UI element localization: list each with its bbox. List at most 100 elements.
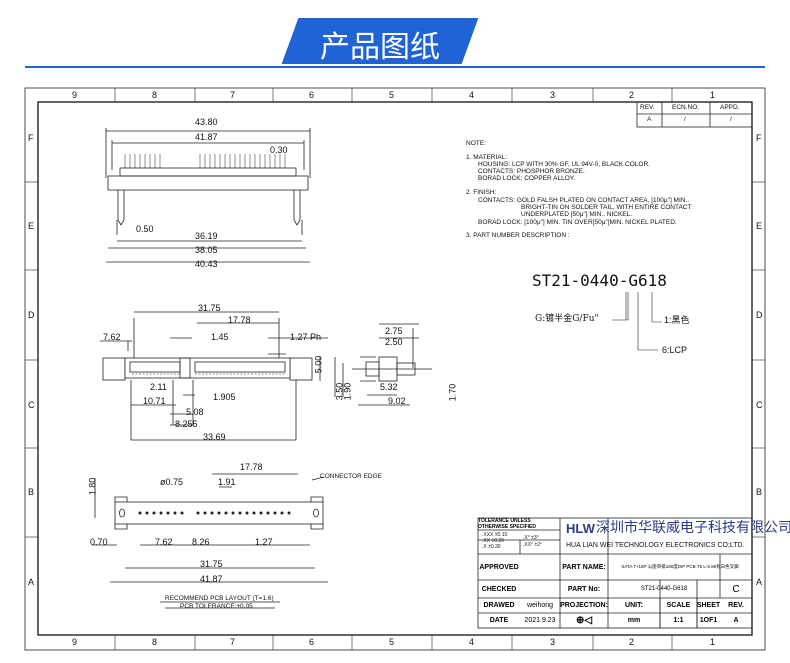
note-line: HOUSING: LCP WITH 30% GF, UL 94V-0, BLAC… (478, 161, 650, 168)
ang-line: .XX° ±2° (523, 542, 542, 548)
grid-col-9: 9 (72, 90, 78, 100)
note-line: BRIGHT-TIN ON SOLDER TAIL, WITH ENTIRE C… (521, 204, 692, 211)
dim: 1.70 (447, 383, 458, 402)
grid-row-b: B (28, 487, 35, 497)
dim: 2.50 (385, 337, 403, 347)
appd-value: / (730, 116, 732, 123)
tol-line: .X ±0.30 (482, 544, 501, 550)
dim: 5.00 (313, 355, 324, 374)
grid-col-4-bottom: 4 (469, 637, 475, 647)
ecn-value: / (684, 116, 686, 123)
dim: 2.75 (385, 326, 403, 336)
part-code-g: G:镀半金G/Fu" (535, 314, 599, 324)
dim: 9.02 (388, 396, 406, 406)
dim: 1.45 (211, 332, 229, 342)
dim: 5.32 (380, 382, 398, 392)
grid-row-d-right: D (756, 310, 763, 320)
drawer-name: weihong (526, 602, 554, 609)
dim: 41.87 (200, 574, 223, 584)
dim: 8.26 (192, 537, 210, 547)
dim: 0.70 (90, 537, 108, 547)
tol-line: .XX ±0.20 (482, 538, 504, 544)
drawed-label: DRAWED (483, 602, 515, 609)
rev-value: A (647, 116, 652, 123)
approved-label: APPROVED (479, 563, 519, 571)
note-line: BORAD LOCK: [100μ"] MIN. TIN OVER[50μ"]M… (478, 219, 677, 226)
dim: 17.78 (240, 462, 263, 472)
grid-col-1-bottom: 1 (710, 637, 716, 647)
drawing-size: C (732, 583, 740, 595)
dim: 1.80 (87, 477, 98, 496)
scale-value: 1:1 (673, 617, 684, 624)
note-line: 2. FINISH: (466, 189, 497, 196)
dim: 41.87 (195, 132, 218, 142)
sheet-label: SHEET (696, 602, 721, 609)
pcb-tolerance: PCB TOLERANCE:±0.05 (180, 603, 253, 610)
rev-header: REV. (640, 104, 655, 111)
note-line: CONTACTS: GOLD FALSH PLATED ON CONTACT A… (478, 197, 690, 204)
grid-col-6: 6 (309, 90, 315, 100)
part-name-value: SATA 7+15P 公座单排180度DIP PCB.T5 L-5.85有白色叉… (621, 564, 739, 569)
appd-header: APPD. (720, 104, 740, 111)
dim: 17.78 (228, 315, 251, 325)
grid-row-a-right: A (756, 577, 763, 587)
part-no-value: ST21-0440-G618 (640, 586, 688, 592)
note-line: CONTACTS: PHOSPHOR BRONZE. (478, 168, 585, 175)
dim: 43.80 (195, 117, 218, 127)
notes-title: NOTE: (466, 140, 486, 147)
projection-label: PROJECTION: (560, 602, 608, 609)
grid-col-3: 3 (550, 90, 556, 100)
projection-symbol-icon: ⊕◁ (575, 615, 593, 626)
dim: 33.69 (203, 432, 226, 442)
grid-col-7-bottom: 7 (230, 637, 236, 647)
pcb-caption: RECOMMEND PCB LAYOUT (T=1.6) (165, 595, 274, 602)
grid-col-5-bottom: 5 (389, 637, 395, 647)
grid-col-9-bottom: 9 (72, 637, 78, 647)
ecn-header: ECN.NO. (672, 104, 700, 111)
dim: 0.30 (270, 145, 288, 155)
grid-col-6-bottom: 6 (309, 637, 315, 647)
part-code: ST21-0440-G618 (532, 271, 667, 290)
part-code-6: 6:LCP (662, 345, 688, 355)
dim: 5.08 (186, 407, 204, 417)
grid-col-5: 5 (389, 90, 395, 100)
part-code-1: 1:黑色 (664, 315, 690, 325)
sheet-value: 1OF1 (699, 617, 718, 624)
dim: 1.90 (342, 382, 353, 401)
part-name-label: PART NAME: (562, 563, 606, 571)
tolerance-title: TOLERANCE UNLESS OTHERWISE SPECIFIED (478, 518, 536, 530)
ang-line: .X° ±3° (523, 535, 539, 541)
unit-label: UNIT: (625, 602, 643, 609)
rev-value-tb: A (733, 617, 739, 624)
connector-edge-label: CONNECTOR EDGE (320, 473, 382, 480)
dim: 1.905 (213, 392, 236, 402)
dim: 10.71 (143, 396, 166, 406)
scale-label: SCALE (666, 602, 691, 609)
note-line: UNDERPLATED [50μ"] MIN.. NICKEL. (521, 211, 633, 218)
grid-row-a: A (28, 577, 35, 587)
note-line: 3. PART NUMBER DESCRIPTION : (466, 232, 570, 239)
part-no-label: PART No: (567, 585, 601, 593)
dim: 38.05 (195, 245, 218, 255)
grid-col-4: 4 (469, 90, 475, 100)
dim: 36.19 (195, 231, 218, 241)
checked-label: CHECKED (481, 585, 517, 593)
grid-row-c-right: C (756, 400, 763, 410)
dim: 2.11 (150, 382, 167, 392)
date-label: DATE (489, 617, 509, 624)
dim: 31.75 (198, 303, 221, 313)
dim: 1.91 (218, 477, 236, 487)
banner-title: 产品图纸 (320, 30, 440, 65)
note-line: BORAD LOCK: COPPER ALLOY. (478, 175, 576, 182)
grid-col-8: 8 (152, 90, 158, 100)
dim: 31.75 (200, 559, 223, 569)
grid-row-f-right: F (756, 133, 762, 143)
grid-row-e: E (28, 221, 35, 231)
tol-line: .XXX ±0.10 (482, 532, 508, 538)
grid-col-8-bottom: 8 (152, 637, 158, 647)
dim: 0.50 (136, 224, 154, 234)
grid-row-d: D (28, 310, 35, 320)
